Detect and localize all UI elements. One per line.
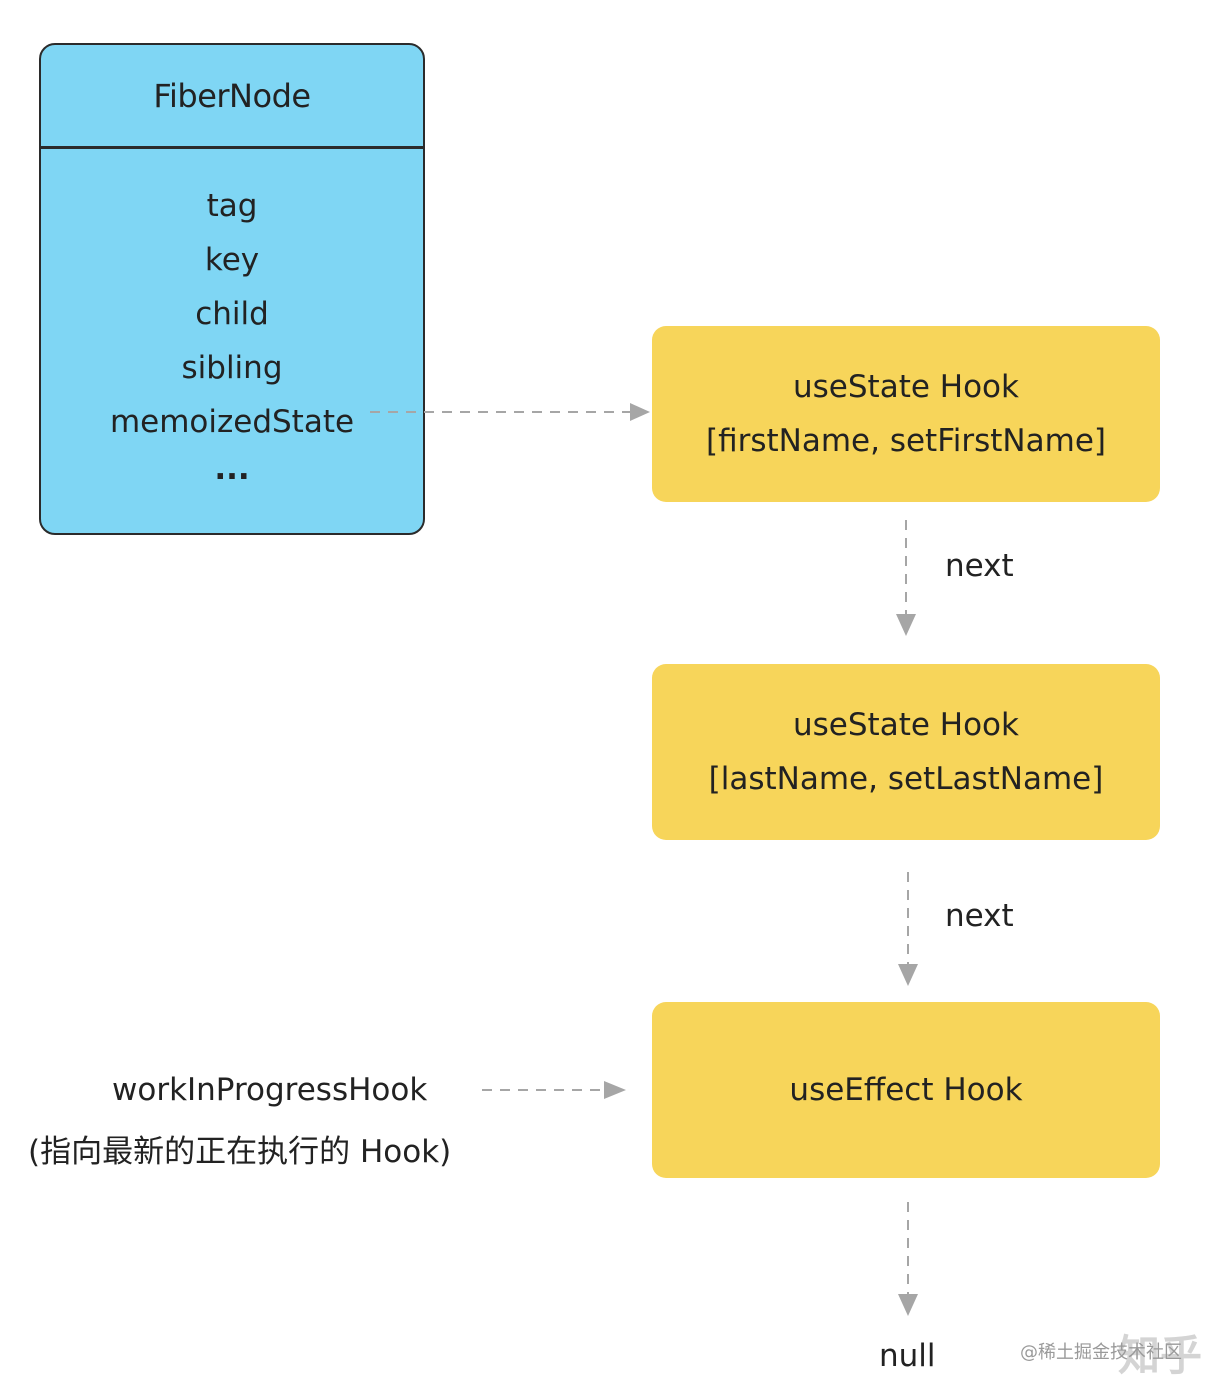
juejin-watermark: @稀土掘金技术社区 [1020,1342,1182,1363]
hook-node-name: useState Hook [793,707,1019,743]
hook-node-effect: useEffect Hook [652,1002,1160,1178]
fiber-field-child: child [195,296,269,332]
zhihu-watermark-logo: 知乎 [1118,1331,1203,1380]
hook-node-detail: [lastName, setLastName] [708,761,1104,797]
hook-node-last-name: useState Hook [lastName, setLastName] [652,664,1160,840]
next-arrowhead-2 [898,964,918,986]
memoized-state-arrowhead [630,403,650,421]
null-label: null [879,1338,936,1374]
fiber-field-sibling: sibling [181,350,283,386]
null-arrowhead [898,1294,918,1316]
next-label: next [945,898,1014,934]
fiber-field-tag: tag [206,188,258,224]
hook-node-first-name: useState Hook [firstName, setFirstName] [652,326,1160,502]
hook-node-name: useState Hook [793,369,1019,405]
next-arrowhead-1 [896,614,916,636]
work-in-progress-hook-note: (指向最新的正在执行的 Hook) [28,1134,452,1170]
work-in-progress-arrowhead [604,1081,626,1099]
fiber-field-key: key [204,242,260,278]
fiber-field-memoized-state: memoizedState [109,404,355,440]
next-label: next [945,548,1014,584]
fiber-field-ellipsis: ... [214,451,250,487]
fiber-node-box: FiberNode tag key child sibling memoized… [39,43,425,535]
work-in-progress-hook-label: workInProgressHook [112,1072,428,1108]
hook-node-name: useEffect Hook [789,1072,1023,1108]
fiber-node-title: FiberNode [41,45,423,149]
fiber-node-fields: tag key child sibling memoizedState ... [41,149,423,489]
hook-node-detail: [firstName, setFirstName] [705,423,1106,459]
